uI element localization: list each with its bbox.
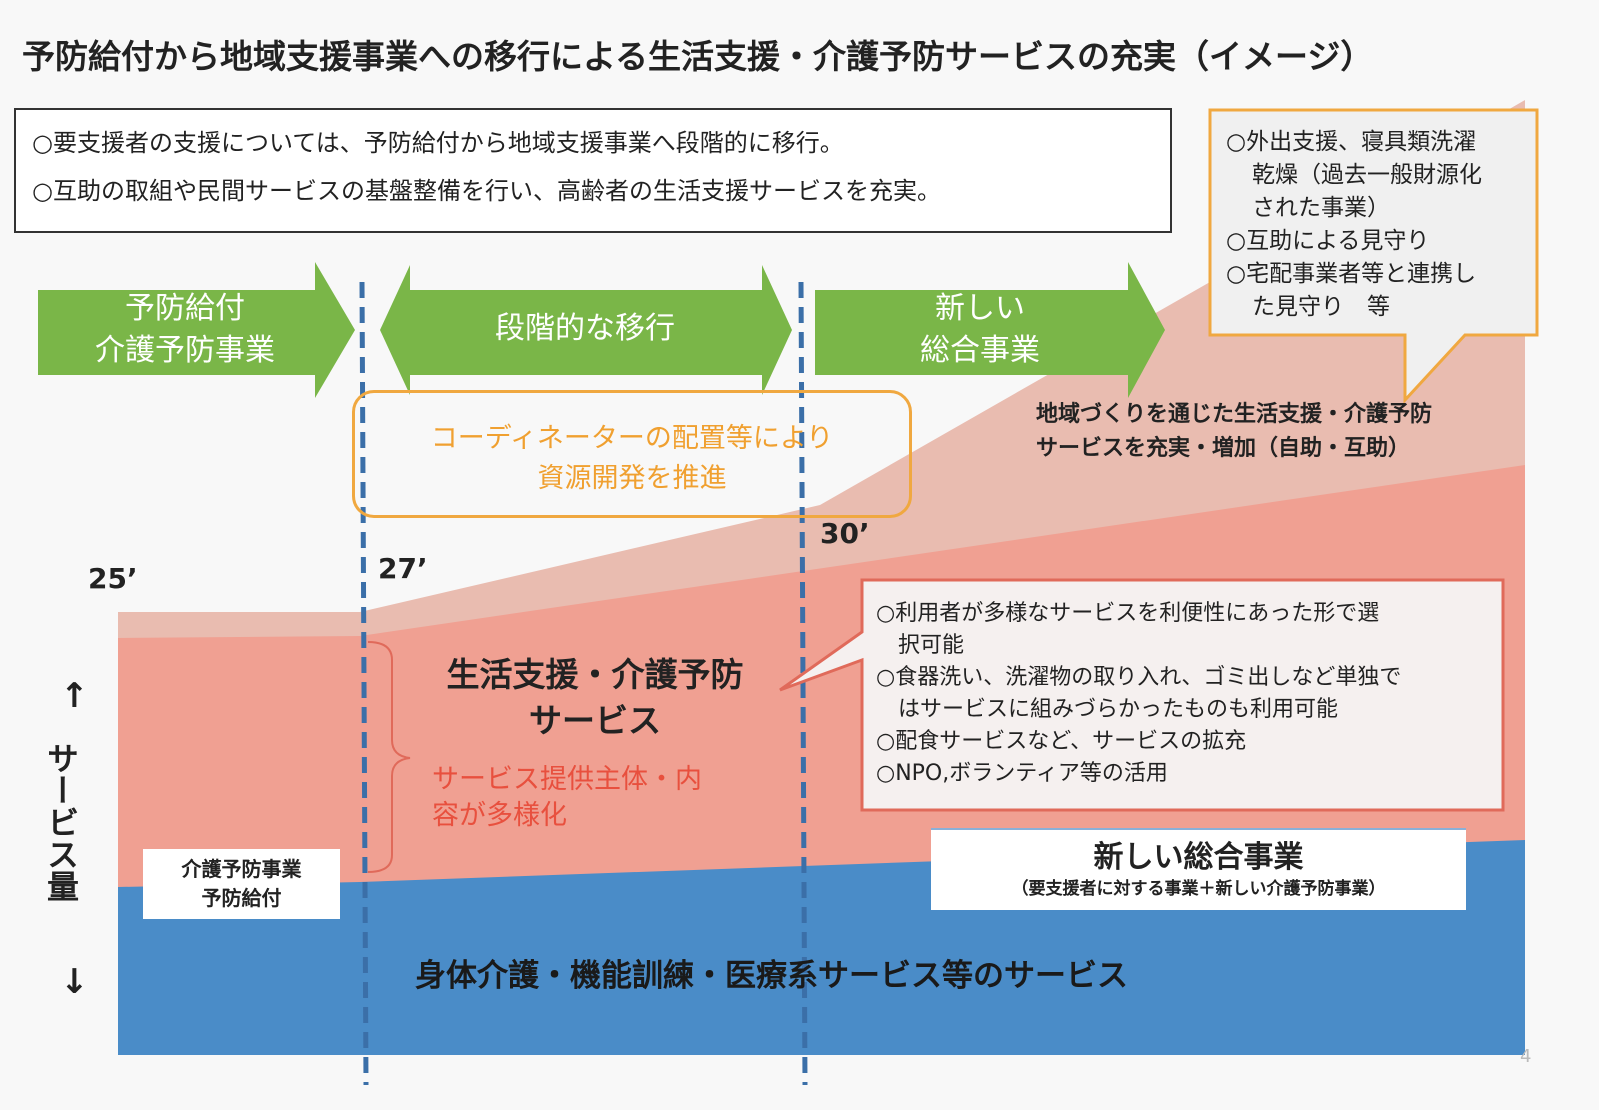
summary-box: ○要支援者の支援については、予防給付から地域支援事業へ段階的に移行。 ○互助の取… bbox=[14, 108, 1172, 233]
arrow-prevention bbox=[38, 262, 355, 398]
arrow-label-line: 予防給付 bbox=[125, 291, 245, 326]
dashed-line-30 bbox=[798, 281, 808, 1086]
callout-line: ○互助による見守り bbox=[1226, 228, 1430, 254]
service-title-line: 生活支援・介護予防 bbox=[446, 655, 744, 694]
community-line: サービスを充実・増加（自助・互助） bbox=[1036, 436, 1411, 461]
legacy-label-line: 予防給付 bbox=[201, 886, 282, 910]
legacy-label-line: 介護予防事業 bbox=[181, 857, 302, 881]
arrow-label-prevention: 予防給付 介護予防事業 bbox=[40, 288, 330, 372]
arrow-label-new-program: 新しい 総合事業 bbox=[830, 288, 1130, 372]
arrow-transition bbox=[380, 265, 792, 395]
callout-line: 乾燥（過去一般財源化 bbox=[1252, 162, 1482, 188]
new-program-label: 新しい総合事業 （要支援者に対する事業＋新しい介護予防事業） bbox=[931, 828, 1466, 910]
summary-line: ○互助の取組や民間サービスの基盤整備を行い、高齢者の生活支援サービスを充実。 bbox=[32, 177, 941, 205]
community-line: 地域づくりを通じた生活支援・介護予防 bbox=[1036, 402, 1433, 427]
callout-line: た見守り 等 bbox=[1252, 294, 1390, 320]
page-title: 予防給付から地域支援事業への移行による生活支援・介護予防サービスの充実（イメージ… bbox=[22, 37, 1374, 76]
coordinator-box: コーディネーターの配置等により 資源開発を推進 bbox=[352, 390, 912, 518]
mid-callout-box bbox=[779, 578, 1505, 812]
new-program-subtitle: （要支援者に対する事業＋新しい介護予防事業） bbox=[1011, 879, 1386, 899]
brace bbox=[367, 641, 411, 873]
arrow-label-line: 介護予防事業 bbox=[95, 333, 275, 368]
year-27: 27’ bbox=[378, 552, 428, 585]
up-arrow-icon: ↑ bbox=[60, 676, 89, 716]
callout-line: ○NPO,ボランティア等の活用 bbox=[876, 761, 1168, 786]
base-service-label: 身体介護・機能訓練・医療系サービス等のサービス bbox=[415, 958, 1128, 994]
coordinator-line: コーディネーターの配置等により bbox=[430, 423, 834, 454]
community-text: 地域づくりを通じた生活支援・介護予防 サービスを充実・増加（自助・互助） bbox=[1036, 398, 1432, 466]
service-diversification: サービス提供主体・内 容が多様化 bbox=[432, 762, 702, 834]
down-arrow-icon: ↓ bbox=[60, 962, 89, 1002]
callout-line: ○利用者が多様なサービスを利便性にあった形で選 bbox=[876, 601, 1380, 626]
top-callout-text: ○外出支援、寝具類洗濯 乾燥（過去一般財源化 された事業） ○互助による見守り … bbox=[1226, 126, 1482, 324]
service-title: 生活支援・介護予防 サービス bbox=[410, 652, 780, 744]
coordinator-line: 資源開発を推進 bbox=[537, 463, 727, 494]
service-sub-line: サービス提供主体・内 bbox=[432, 764, 702, 795]
axis-label: サービス量 bbox=[42, 742, 80, 902]
page-number: 4 bbox=[1520, 1046, 1532, 1067]
callout-line: 択可能 bbox=[876, 633, 965, 658]
summary-line: ○要支援者の支援については、予防給付から地域支援事業へ段階的に移行。 bbox=[32, 129, 844, 157]
year-25: 25’ bbox=[88, 562, 138, 595]
new-program-title: 新しい総合事業 bbox=[1093, 840, 1304, 875]
legacy-program-label: 介護予防事業 予防給付 bbox=[143, 849, 340, 919]
callout-line: ○外出支援、寝具類洗濯 bbox=[1226, 129, 1477, 155]
dashed-line-27 bbox=[359, 281, 369, 1086]
arrow-new-program bbox=[815, 262, 1165, 398]
arrow-label-line: 総合事業 bbox=[920, 333, 1040, 368]
mid-callout-text: ○利用者が多様なサービスを利便性にあった形で選 択可能 ○食器洗い、洗濯物の取り… bbox=[876, 598, 1401, 790]
callout-line: はサービスに組みづらかったものも利用可能 bbox=[876, 697, 1339, 722]
arrow-label-line: 新しい bbox=[935, 291, 1025, 326]
arrow-label-transition: 段階的な移行 bbox=[495, 311, 675, 346]
top-callout-box bbox=[1208, 108, 1539, 404]
callout-line: ○食器洗い、洗濯物の取り入れ、ゴミ出しなど単独で bbox=[876, 665, 1402, 690]
service-title-line: サービス bbox=[529, 701, 661, 740]
callout-line: ○配食サービスなど、サービスの拡充 bbox=[876, 729, 1247, 754]
year-30: 30’ bbox=[820, 517, 870, 550]
service-sub-line: 容が多様化 bbox=[432, 800, 567, 831]
callout-line: された事業） bbox=[1252, 195, 1390, 221]
callout-line: ○宅配事業者等と連携し bbox=[1226, 261, 1477, 287]
